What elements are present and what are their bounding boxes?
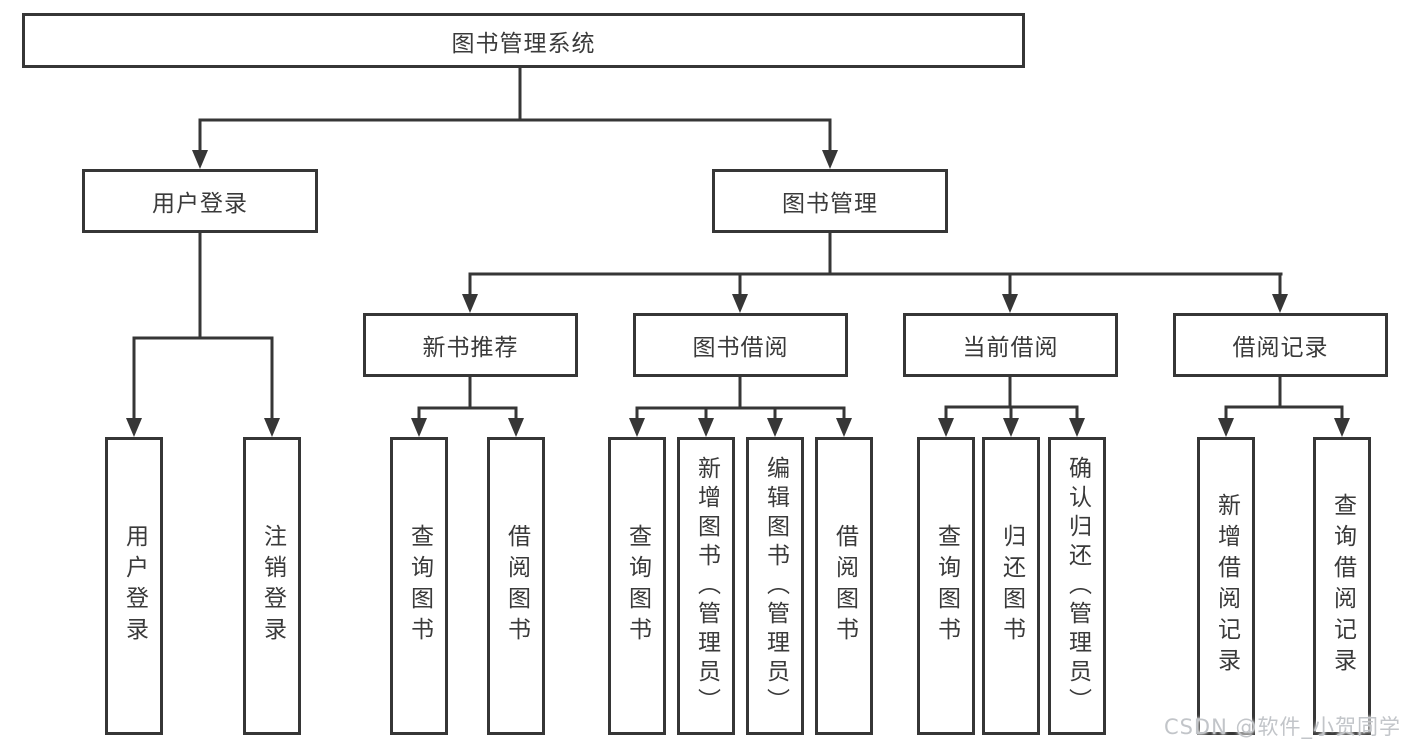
leaf-borrow-books-borrowing-label: 借阅图书 xyxy=(831,524,858,648)
node-root-label: 图书管理系统 xyxy=(451,30,596,57)
leaf-confirm-return-admin: 确认归还（管理员） xyxy=(1048,437,1106,735)
leaf-edit-books-admin: 编辑图书（管理员） xyxy=(746,437,804,735)
node-new-book-recommend: 新书推荐 xyxy=(363,313,578,377)
leaf-confirm-return-admin-label: 确认归还（管理员） xyxy=(1064,455,1091,717)
leaf-query-books-borrowing-label: 查询图书 xyxy=(624,524,651,648)
leaf-borrow-books-recommend: 借阅图书 xyxy=(487,437,545,735)
node-book-borrowing-label: 图书借阅 xyxy=(692,335,789,361)
leaf-return-books-label: 归还图书 xyxy=(998,524,1025,648)
leaf-query-books-recommend-label: 查询图书 xyxy=(406,524,433,648)
node-book-management-label: 图书管理 xyxy=(782,191,878,217)
leaf-logout: 注销登录 xyxy=(243,437,301,735)
leaf-add-books-admin-label: 新增图书（管理员） xyxy=(693,455,720,717)
leaf-query-books-recommend: 查询图书 xyxy=(390,437,448,735)
node-book-borrowing: 图书借阅 xyxy=(633,313,848,377)
node-current-borrowing-label: 当前借阅 xyxy=(962,335,1059,361)
leaf-query-borrow-record: 查询借阅记录 xyxy=(1313,437,1371,735)
leaf-return-books: 归还图书 xyxy=(982,437,1040,735)
leaf-logout-label: 注销登录 xyxy=(259,524,286,648)
leaf-query-books-current-label: 查询图书 xyxy=(933,524,960,648)
leaf-add-borrow-record-label: 新增借阅记录 xyxy=(1213,493,1240,679)
leaf-add-borrow-record: 新增借阅记录 xyxy=(1197,437,1255,735)
leaf-borrow-books-borrowing: 借阅图书 xyxy=(815,437,873,735)
leaf-query-books-borrowing: 查询图书 xyxy=(608,437,666,735)
watermark: CSDN @软件_小贺同学 xyxy=(1163,715,1401,739)
leaf-query-borrow-record-label: 查询借阅记录 xyxy=(1329,493,1356,679)
leaf-edit-books-admin-label: 编辑图书（管理员） xyxy=(762,455,789,717)
node-borrowing-records: 借阅记录 xyxy=(1173,313,1388,377)
node-root: 图书管理系统 xyxy=(22,13,1025,68)
node-book-management: 图书管理 xyxy=(712,169,948,233)
leaf-borrow-books-recommend-label: 借阅图书 xyxy=(503,524,530,648)
leaf-query-books-current: 查询图书 xyxy=(917,437,975,735)
node-new-book-recommend-label: 新书推荐 xyxy=(422,335,519,361)
node-current-borrowing: 当前借阅 xyxy=(903,313,1118,377)
node-user-login-label: 用户登录 xyxy=(152,191,248,217)
leaf-add-books-admin: 新增图书（管理员） xyxy=(677,437,735,735)
leaf-user-login-label: 用户登录 xyxy=(121,524,148,648)
node-user-login: 用户登录 xyxy=(82,169,318,233)
node-borrowing-records-label: 借阅记录 xyxy=(1232,335,1329,361)
leaf-user-login: 用户登录 xyxy=(105,437,163,735)
